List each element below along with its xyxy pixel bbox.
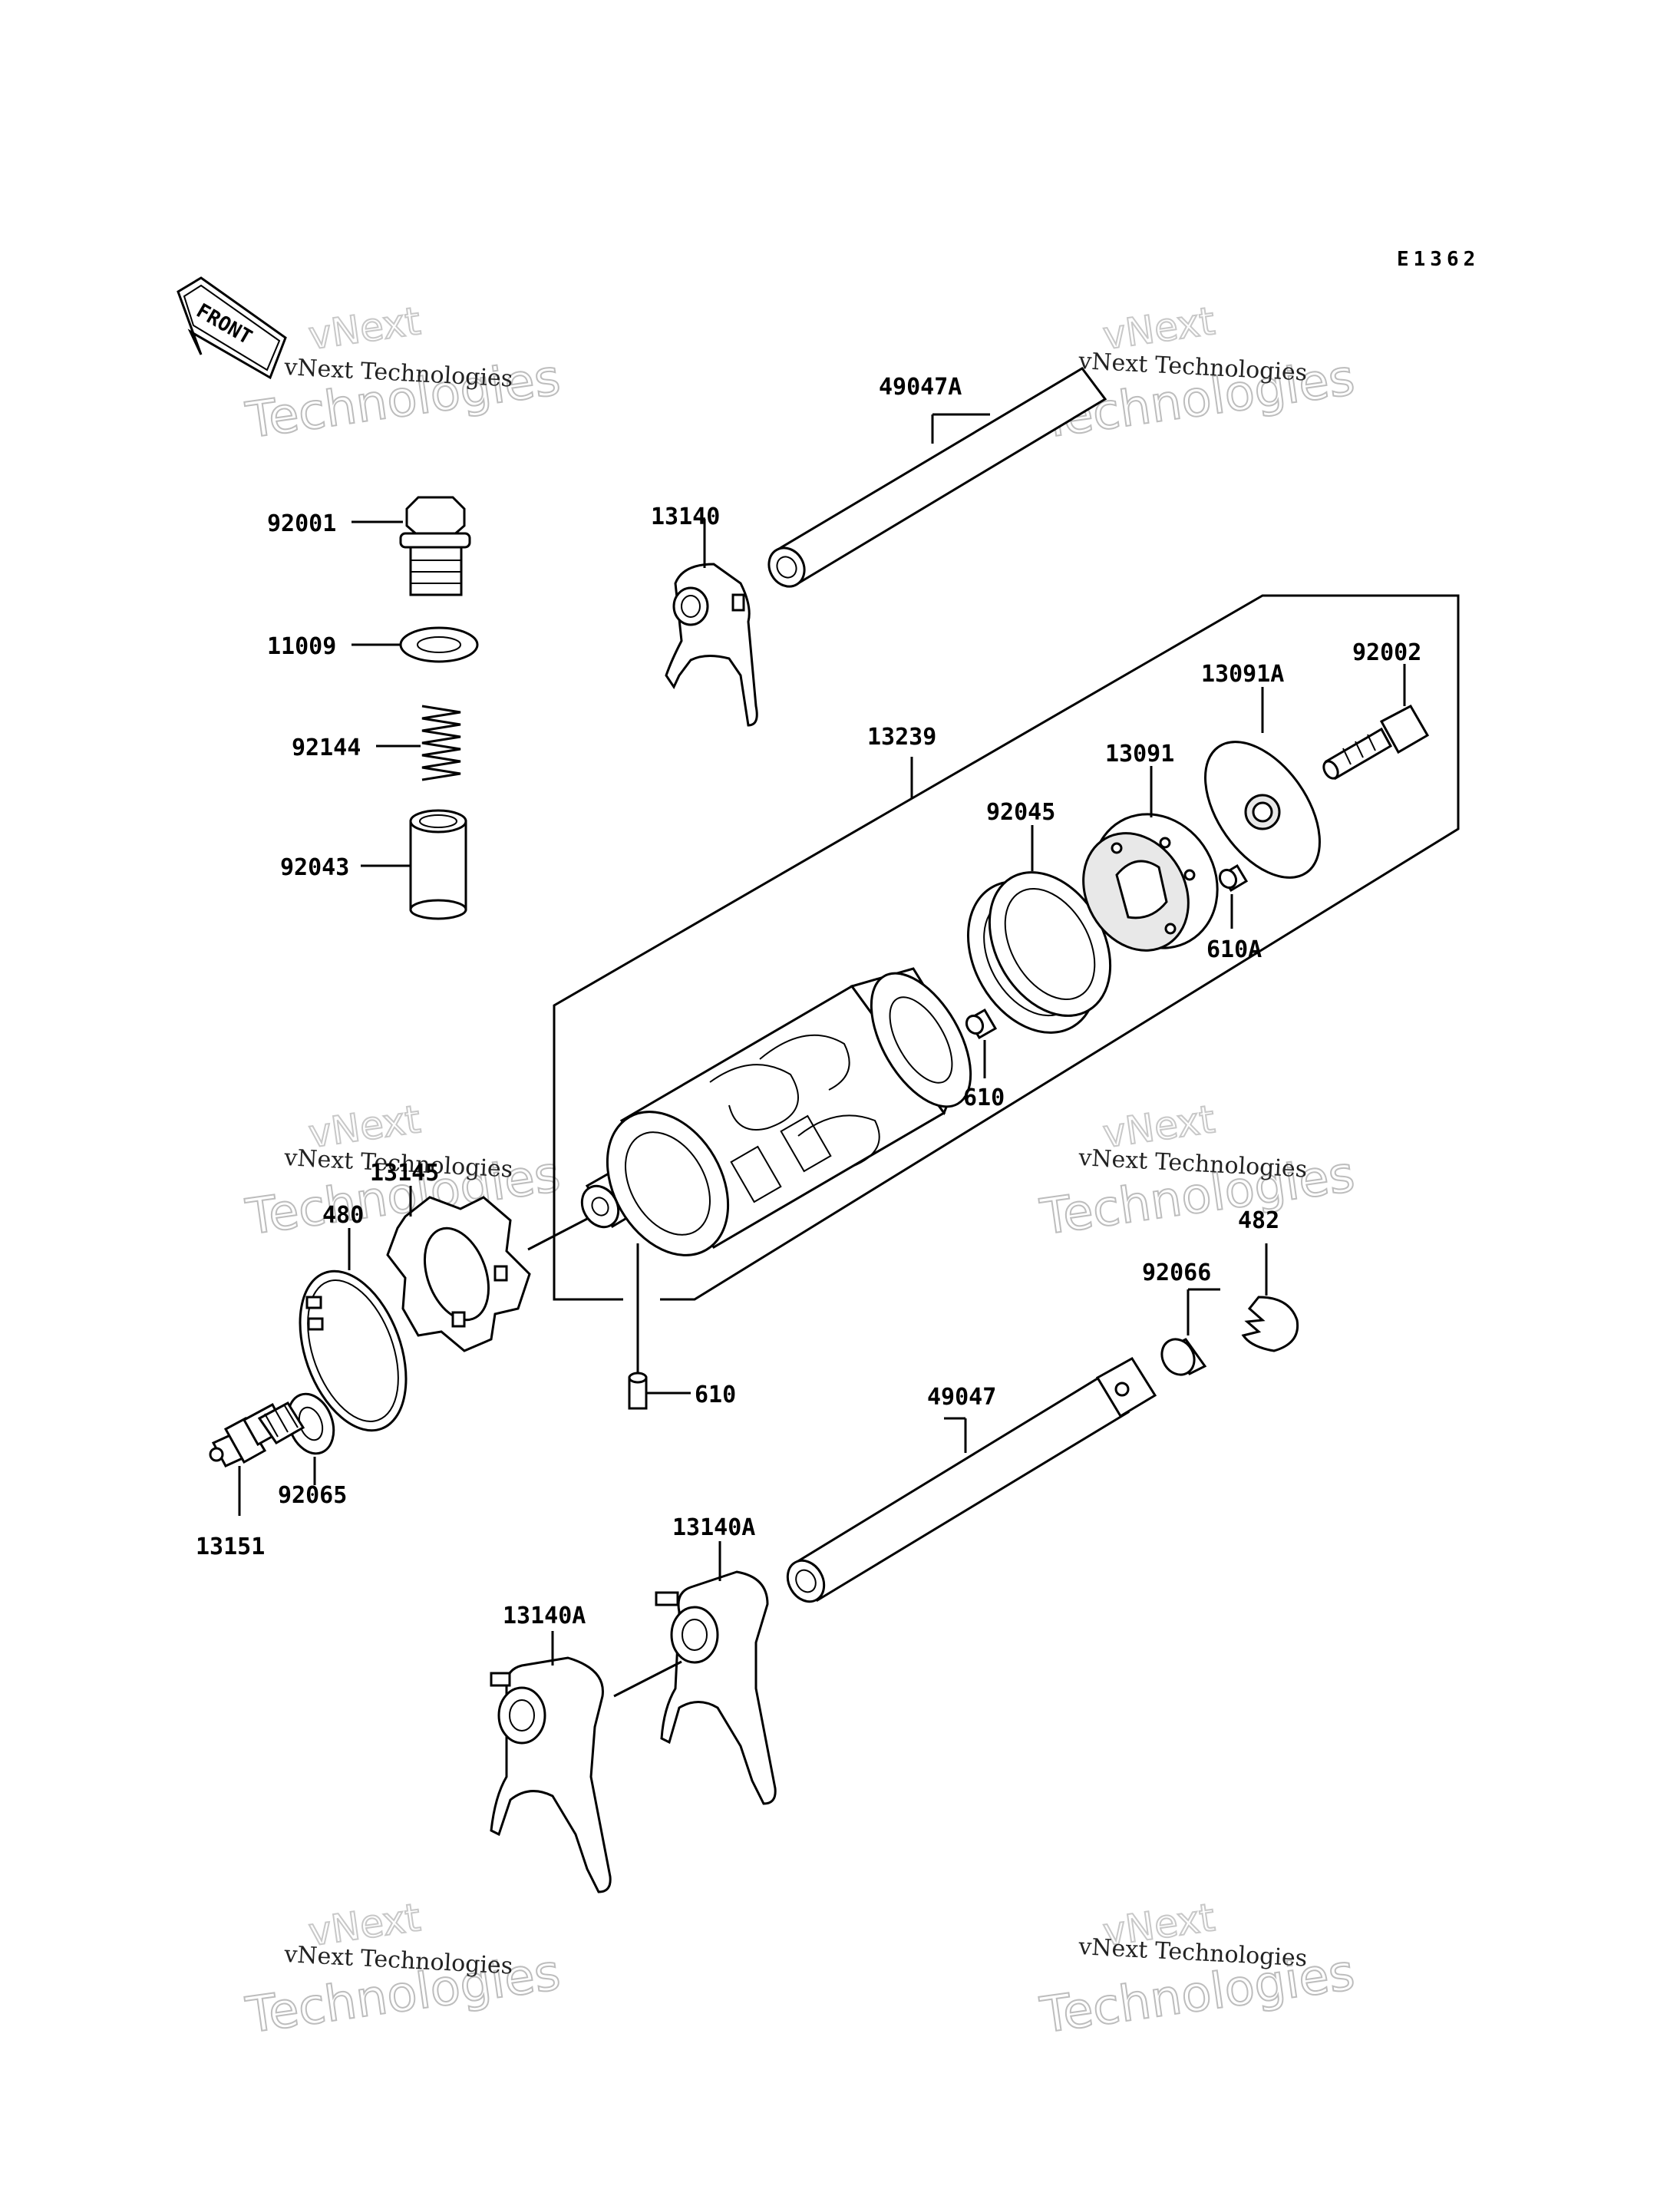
label-13140a-right: 13140A [672,1514,755,1541]
circlip-480 [299,1228,408,1432]
washer-11009 [352,626,479,663]
label-482: 482 [1238,1207,1279,1234]
label-610-upper: 610 [963,1084,1005,1111]
label-92066: 92066 [1142,1259,1211,1286]
label-49047a: 49047A [879,374,962,401]
e-clip-482 [1241,1243,1299,1352]
pin-92043 [361,809,467,920]
shift-rod-49047 [786,1356,1157,1603]
watermark-ghost-1: vNext [306,299,424,358]
label-13140a-left: 13140A [503,1603,586,1629]
label-13091: 13091 [1105,741,1174,768]
shift-fork-13140a-left [490,1631,612,1893]
bearing-92045 [966,825,1112,1034]
label-92144: 92144 [292,735,361,761]
neutral-switch-13151 [209,1401,305,1516]
dowel-pin-610a [1218,863,1249,929]
watermark-mid-right: vNext Technologies vNext Technologies [1036,1096,1358,1247]
watermark-bottom-right: vNext Technologies vNext Technologies [1036,1894,1358,2045]
label-13151: 13151 [196,1533,265,1560]
label-92043: 92043 [280,854,349,881]
label-11009: 11009 [267,633,336,660]
spring-92144 [376,705,461,781]
dowel-pin-610-upper [965,1008,998,1078]
shift-drum-13239 [527,758,972,1256]
shift-fork-13140a-right [613,1541,777,1805]
dowel-pin-610-lower [628,1243,691,1410]
bolt-92002 [1322,664,1430,781]
collar-92066 [1160,1288,1220,1376]
shift-rod-49047a [767,367,1107,588]
label-13239: 13239 [867,724,936,751]
label-92002: 92002 [1352,639,1421,666]
label-480: 480 [322,1202,364,1229]
front-arrow-icon: FRONT [177,276,287,380]
label-610-lower: 610 [695,1382,736,1408]
drum-plate-13091 [1082,766,1219,952]
label-13140: 13140 [651,503,720,530]
watermark-bottom-left: vNext Technologies vNext Technologies [242,1894,564,2045]
label-49047: 49047 [927,1384,996,1411]
watermark-top-left: vNext Technologies vNext Technologies [242,298,564,451]
label-13145: 13145 [370,1160,439,1187]
drum-stopper-13145 [386,1186,531,1352]
drum-disc-13091a [1204,687,1321,879]
shift-fork-13140 [665,519,758,727]
label-92001: 92001 [267,510,336,537]
label-92065: 92065 [278,1482,347,1509]
label-13091a: 13091A [1201,661,1284,688]
diagram-code: E1362 [1397,248,1480,271]
label-610a: 610A [1206,936,1262,963]
plug-92001 [352,496,471,596]
label-92045: 92045 [986,799,1055,826]
